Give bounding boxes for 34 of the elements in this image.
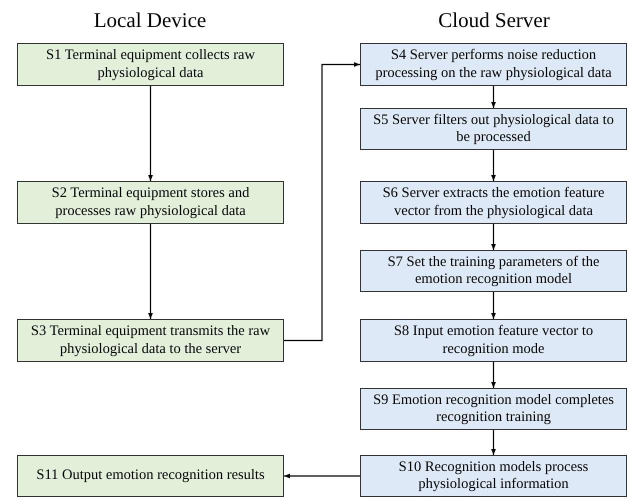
step-text: S2 Terminal equipment stores and processes raw physiological data <box>50 185 250 220</box>
step-text: S8 Input emotion feature vector to recognition mode <box>392 323 594 358</box>
process-box <box>17 319 284 362</box>
arrow <box>491 86 496 108</box>
step-text: S5 Server filters out physiological data to be processed <box>372 112 615 146</box>
step-text: S9 Emotion recognition model completes recognition training <box>372 392 615 426</box>
arrow <box>491 292 496 319</box>
arrow <box>148 224 153 319</box>
step-text: S11 Output emotion recognition results <box>36 467 265 485</box>
step-text: S10 Recognition models process physiological information <box>398 458 590 494</box>
arrow <box>284 62 360 342</box>
process-box <box>360 43 627 86</box>
column-heading: Cloud Server <box>438 8 550 33</box>
arrow <box>284 474 360 478</box>
arrow <box>491 362 496 388</box>
column-heading: Local Device <box>94 8 206 33</box>
arrow <box>148 86 153 181</box>
process-box <box>17 43 284 86</box>
step-text: S6 Server extracts the emotion feature vector from the physiological data <box>382 185 606 220</box>
step-text: S4 Server performs noise reduction processing on the raw physiological data <box>374 47 613 82</box>
step-text: S1 Terminal equipment collects raw physiological data <box>45 47 256 82</box>
process-box <box>360 181 627 224</box>
process-box <box>17 181 284 224</box>
step-text: S7 Set the training parameters of the emotion recognition model <box>386 254 600 288</box>
step-text: S3 Terminal equipment transmits the raw physiological data to the server <box>30 323 272 358</box>
arrow <box>491 150 496 181</box>
arrow <box>491 430 496 455</box>
process-box <box>360 250 627 292</box>
process-box <box>360 388 627 430</box>
process-box <box>360 108 627 150</box>
process-box <box>360 455 627 497</box>
process-box <box>360 319 627 362</box>
arrow <box>491 224 496 250</box>
process-box <box>17 455 284 497</box>
